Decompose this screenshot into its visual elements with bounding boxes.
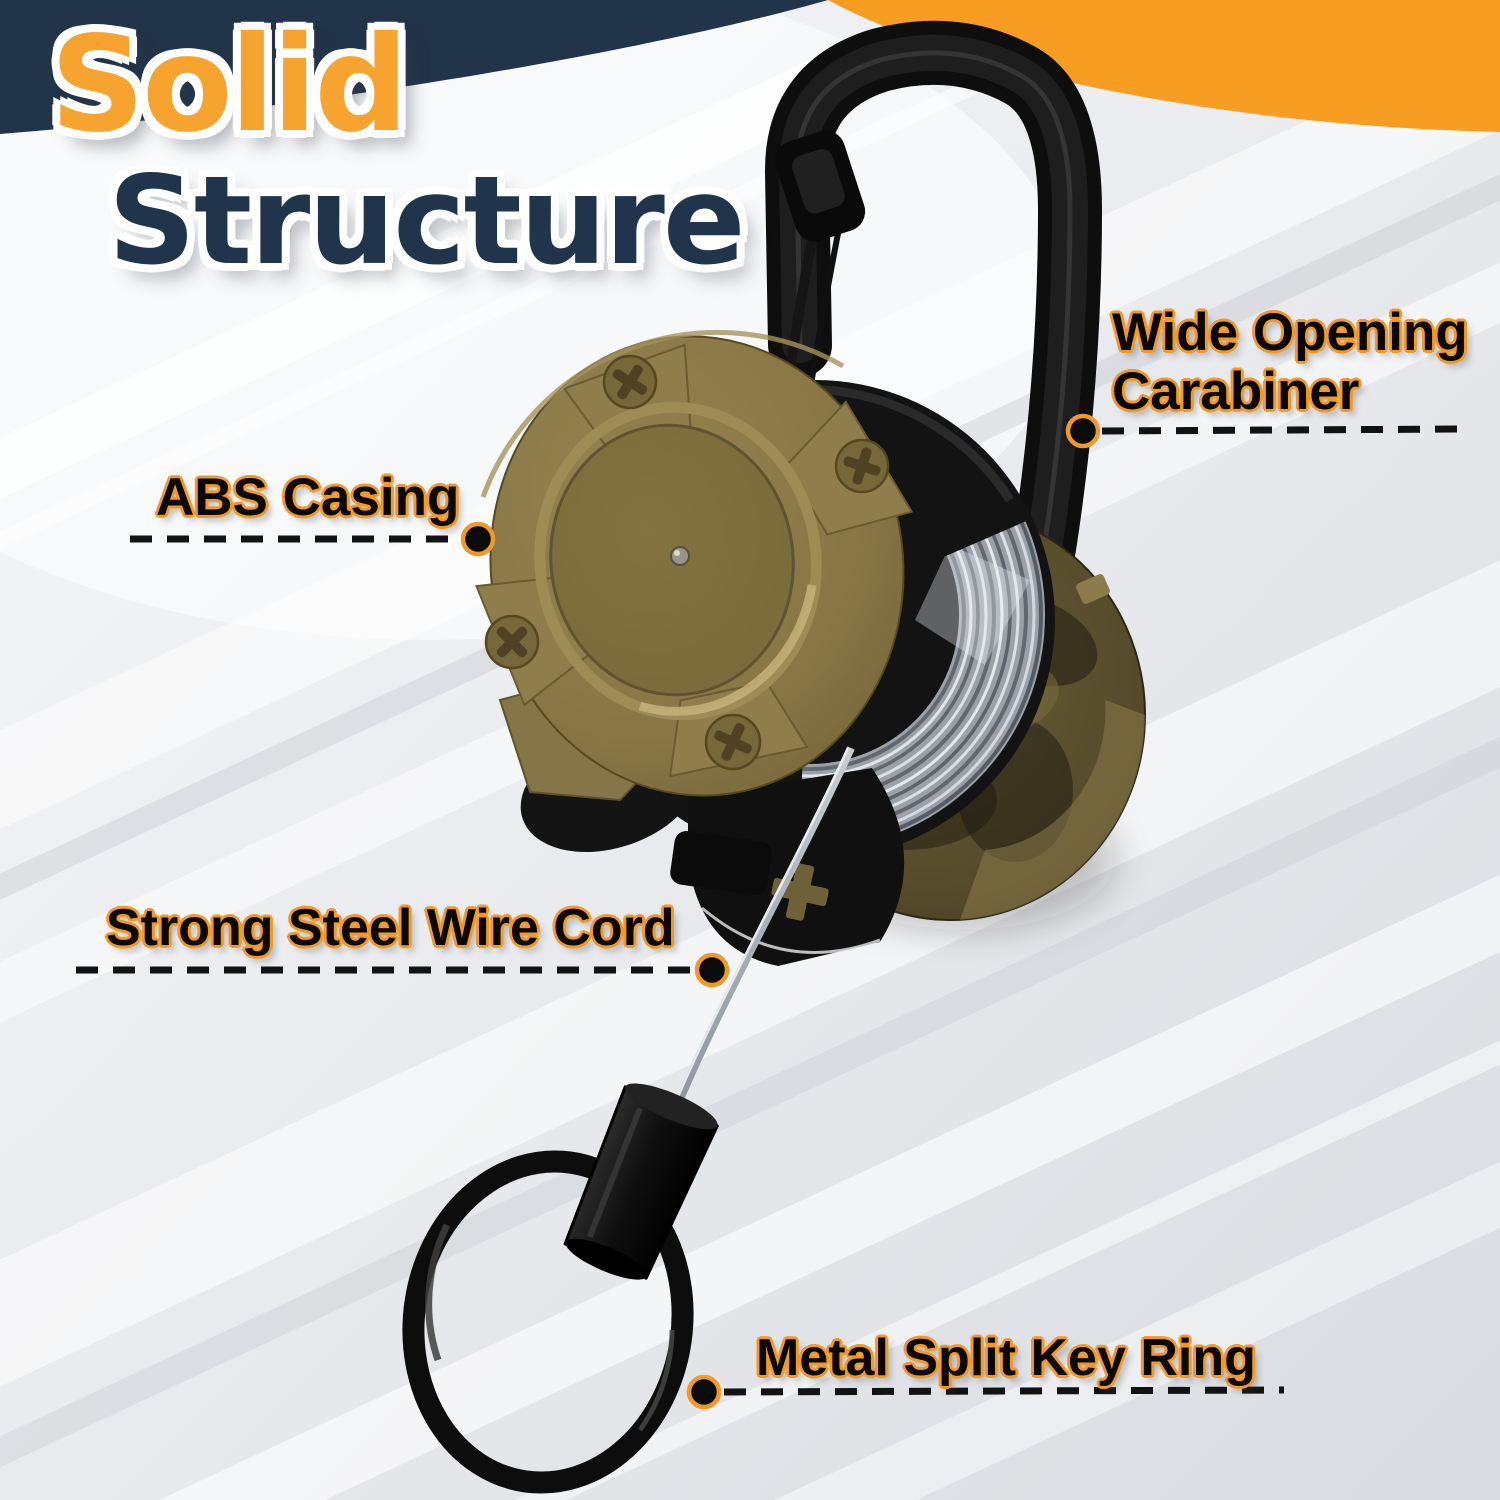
- casing-screws: [484, 354, 890, 771]
- title-word-solid: Solid: [50, 8, 409, 162]
- title-word-structure: Structure: [108, 150, 746, 292]
- carabiner-gate-hinge: [774, 130, 866, 242]
- casing-screw: [834, 438, 890, 494]
- callout-leaders: [76, 425, 1463, 1396]
- corner-accent-navy: [0, 0, 828, 134]
- casing-screw: [484, 614, 540, 670]
- callout-dots: [460, 413, 1101, 1410]
- steel-wire-cord: [668, 746, 855, 1118]
- casing-screw: [704, 713, 762, 771]
- callout-dot-abs-casing: [460, 521, 496, 557]
- cord-end-cap: [563, 1083, 719, 1280]
- callout-line-carabiner: [1101, 425, 1463, 435]
- casing-screw: [602, 354, 658, 410]
- callout-label-wire-cord: Strong Steel Wire Cord: [106, 899, 675, 957]
- metal-split-key-ring: [402, 1150, 694, 1494]
- callout-dot-wire-cord: [694, 952, 730, 988]
- callout-label-carabiner: Wide Opening Carabiner: [1112, 303, 1468, 422]
- callout-dot-key-ring: [686, 1374, 722, 1410]
- center-pin: [670, 546, 690, 566]
- callout-label-key-ring: Metal Split Key Ring: [756, 1329, 1256, 1387]
- callout-dot-carabiner: [1065, 413, 1101, 449]
- callout-line-key-ring: [723, 1386, 1285, 1396]
- product-photo: [76, 20, 1463, 1494]
- callout-label-abs-casing: ABS Casing: [156, 468, 460, 527]
- housing-tab: [1076, 574, 1110, 604]
- abs-casing: [475, 329, 914, 802]
- carabiner: [765, 20, 1103, 580]
